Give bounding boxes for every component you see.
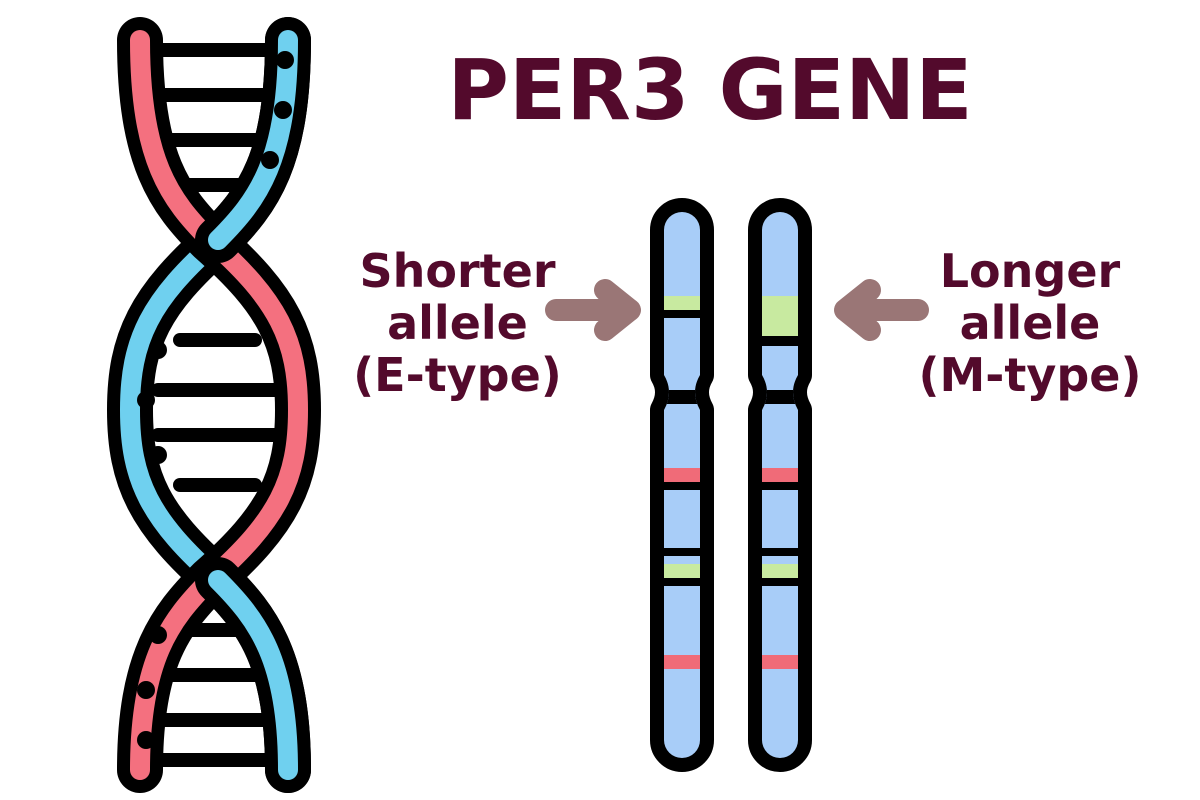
label-line: Shorter — [359, 244, 556, 298]
allele-band-short — [664, 296, 700, 310]
chromosome-right — [748, 198, 812, 772]
dna-dots — [137, 51, 294, 749]
label-line: allele — [959, 296, 1101, 350]
shorter-allele-label: Shorter allele (E-type) — [330, 245, 585, 401]
allele-band-long — [762, 296, 798, 336]
longer-allele-label: Longer allele (M-type) — [885, 245, 1175, 401]
label-line: (E-type) — [353, 348, 562, 402]
label-line: (M-type) — [918, 348, 1142, 402]
chromosome-left — [650, 198, 714, 772]
label-line: Longer — [939, 244, 1121, 298]
label-line: allele — [387, 296, 528, 350]
page-title: PER3 GENE — [447, 41, 973, 139]
